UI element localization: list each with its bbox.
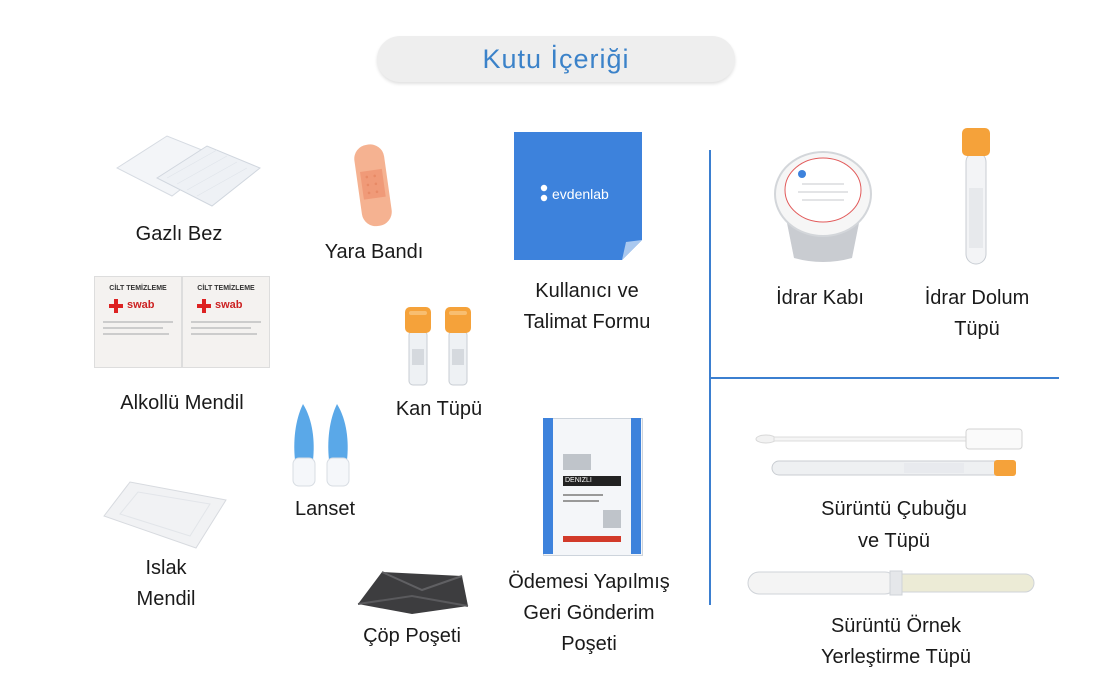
bandage-image bbox=[350, 140, 400, 235]
swab-label-line2: ve Tüpü bbox=[858, 530, 930, 552]
form-image: evdenlab bbox=[514, 132, 644, 262]
wipe-pack-left: CİLT TEMİZLEME swab bbox=[94, 276, 182, 368]
page-title: Kutu İçeriği bbox=[482, 43, 630, 74]
swab-label-line1: Sürüntü Çubuğu bbox=[821, 498, 967, 520]
blood-tube-label: Kan Tüpü bbox=[395, 398, 483, 420]
return-bag-label-line2: Geri Gönderim bbox=[523, 602, 655, 624]
swab-tube-label-line1: Sürüntü Örnek bbox=[830, 615, 962, 637]
swab-image bbox=[754, 425, 1026, 490]
urine-tube-image bbox=[958, 124, 994, 275]
alcohol-wipe-label: Alkollü Mendil bbox=[120, 392, 244, 414]
return-bag-label-line1: Ödemesi Yapılmış bbox=[508, 571, 670, 593]
form-label-line2: Talimat Formu bbox=[523, 311, 651, 333]
wipe-brand: swab bbox=[127, 299, 155, 311]
gauze-label: Gazlı Bez bbox=[135, 223, 223, 245]
alcohol-wipe-image: CİLT TEMİZLEME swab CİLT TEMİZLEME swab bbox=[94, 276, 270, 368]
lancet-image bbox=[285, 402, 365, 497]
title-pill: Kutu İçeriği bbox=[377, 36, 735, 82]
blood-tube-image bbox=[403, 305, 483, 395]
form-logo-text: evdenlab bbox=[552, 186, 609, 202]
swab-tube-image bbox=[746, 566, 1038, 605]
urine-cup-image bbox=[768, 150, 878, 271]
trash-bag-image bbox=[352, 566, 472, 623]
wipe-brand: swab bbox=[215, 299, 243, 311]
trash-bag-label: Çöp Poşeti bbox=[363, 625, 461, 647]
wet-wipe-label-line1: Islak bbox=[145, 557, 187, 579]
bandage-label: Yara Bandı bbox=[324, 241, 424, 263]
gauze-image bbox=[112, 128, 262, 213]
horizontal-divider bbox=[709, 377, 1059, 379]
urine-tube-label-line1: İdrar Dolum bbox=[924, 287, 1030, 309]
wet-wipe-label-line2: Mendil bbox=[136, 588, 196, 610]
lancet-label: Lanset bbox=[294, 498, 356, 520]
wipe-pack-right: CİLT TEMİZLEME swab bbox=[182, 276, 270, 368]
wipe-pack-text: CİLT TEMİZLEME bbox=[109, 285, 167, 292]
cross-icon bbox=[109, 299, 123, 313]
return-bag-label-line3: Poşeti bbox=[561, 633, 617, 655]
return-bag-image: DENIZLI bbox=[543, 418, 643, 556]
return-bag-tag: DENIZLI bbox=[565, 477, 592, 484]
cross-icon bbox=[197, 299, 211, 313]
urine-cup-label: İdrar Kabı bbox=[776, 287, 864, 309]
wet-wipe-image bbox=[100, 478, 230, 555]
wipe-pack-text: CİLT TEMİZLEME bbox=[197, 285, 255, 292]
urine-tube-label-line2: Tüpü bbox=[954, 318, 1000, 340]
form-label-line1: Kullanıcı ve bbox=[535, 280, 639, 302]
swab-tube-label-line2: Yerleştirme Tüpü bbox=[820, 646, 972, 668]
